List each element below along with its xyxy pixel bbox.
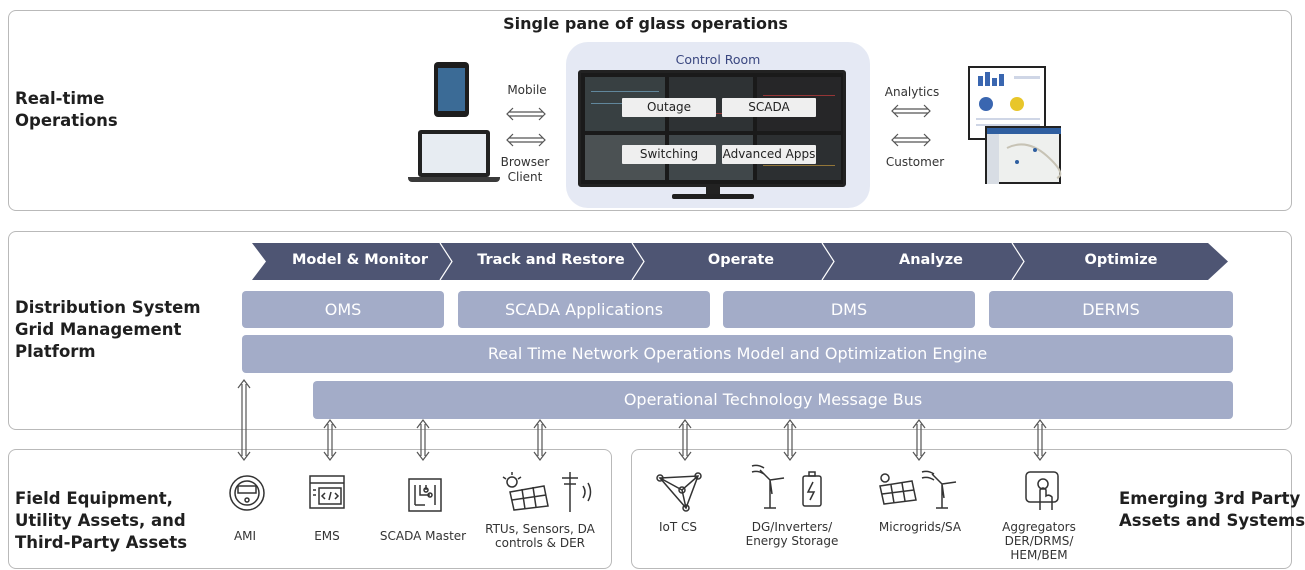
asset-label-line: Energy Storage xyxy=(745,534,839,548)
field-equipment-panel xyxy=(8,449,612,569)
asset-label-line: AMI xyxy=(233,529,257,543)
browser-label-line: Browser xyxy=(500,155,550,169)
laptop-icon xyxy=(418,130,490,177)
tablet-icon xyxy=(434,62,469,117)
chevron-divider xyxy=(439,242,453,281)
tag-scada: SCADA xyxy=(722,98,816,117)
asset-label-line: Microgrids/SA xyxy=(878,520,962,534)
laptop-base xyxy=(408,177,500,182)
touch-hand-icon xyxy=(1025,471,1059,510)
chevron-divider xyxy=(631,242,645,281)
emerging-label-line: Emerging 3rd Party xyxy=(1119,489,1301,508)
app-oms: OMS xyxy=(242,291,444,328)
monitor-stand-base xyxy=(672,194,754,199)
mobile-label: Mobile xyxy=(507,83,547,97)
app-dms: DMS xyxy=(723,291,975,328)
code-window-icon xyxy=(309,475,345,509)
stage-operate: Operate xyxy=(707,252,775,268)
control-room-title: Control Room xyxy=(675,52,761,67)
grid-label-line: Distribution System xyxy=(15,298,201,317)
asset-label-line: Aggregators xyxy=(1002,520,1076,534)
asset-label-line: EMS xyxy=(314,529,340,543)
stage-model-monitor: Model & Monitor xyxy=(291,252,429,268)
chevron-divider xyxy=(821,242,835,281)
app-scada-applications: SCADA Applications xyxy=(458,291,710,328)
solar-wind-icon xyxy=(879,470,957,509)
stage-track-restore: Track and Restore xyxy=(477,252,625,268)
grid-management-label: Distribution System Grid Management Plat… xyxy=(15,297,201,363)
analytics-label: Analytics xyxy=(884,85,940,99)
asset-aggregators: Aggregators DER/DRMS/ HEM/BEM xyxy=(998,520,1080,562)
stage-optimize: Optimize xyxy=(1084,252,1158,268)
message-bus-bar: Operational Technology Message Bus xyxy=(313,381,1233,419)
solar-panel-pole-icon xyxy=(502,472,592,512)
emerging-assets-panel xyxy=(631,449,1292,569)
stage-analyze: Analyze xyxy=(898,252,964,268)
asset-label-line: HEM/BEM xyxy=(1010,548,1068,562)
grid-label-line: Platform xyxy=(15,342,96,361)
field-label-line: Utility Assets, and xyxy=(15,511,186,530)
asset-ems: EMS xyxy=(302,529,352,543)
realtime-label-line: Real-time xyxy=(15,89,105,108)
page-title: Single pane of glass operations xyxy=(503,14,788,33)
map-dashboard-icon xyxy=(985,126,1062,184)
asset-label-line: RTUs, Sensors, DA xyxy=(485,522,595,536)
realtime-label: Real-time Operations xyxy=(15,88,118,132)
tag-switching: Switching xyxy=(622,145,716,164)
field-label-line: Field Equipment, xyxy=(15,489,173,508)
asset-label-line: controls & DER xyxy=(495,536,585,550)
emerging-label-line: Assets and Systems xyxy=(1119,511,1305,530)
circuit-board-icon xyxy=(408,478,442,512)
asset-scada-master: SCADA Master xyxy=(375,529,471,543)
emerging-assets-label: Emerging 3rd Party Assets and Systems xyxy=(1119,488,1305,532)
chevron-divider xyxy=(1011,242,1025,281)
asset-label-line: DG/Inverters/ xyxy=(751,520,833,534)
optimization-engine-bar: Real Time Network Operations Model and O… xyxy=(242,335,1233,373)
asset-ami: AMI xyxy=(220,529,270,543)
chevron-background xyxy=(252,243,1228,280)
browser-client-label: Browser Client xyxy=(490,155,560,185)
browser-label-line: Client xyxy=(507,170,543,184)
tag-advanced-apps: Advanced Apps xyxy=(722,145,816,164)
asset-label-line: IoT CS xyxy=(658,520,698,534)
field-label-line: Third-Party Assets xyxy=(15,533,188,552)
monitor-stand xyxy=(706,186,720,195)
process-chevron-band xyxy=(252,242,1228,281)
meter-icon xyxy=(229,475,265,511)
network-triangle-icon xyxy=(656,472,702,512)
asset-dg-inverters: DG/Inverters/ Energy Storage xyxy=(738,520,846,548)
grid-label-line: Grid Management xyxy=(15,320,182,339)
realtime-label-line: Operations xyxy=(15,111,118,130)
monitor xyxy=(578,70,846,187)
asset-label-line: DER/DRMS/ xyxy=(1004,534,1074,548)
wind-battery-icon xyxy=(751,464,822,509)
customer-label: Customer xyxy=(885,155,945,169)
asset-microgrids: Microgrids/SA xyxy=(872,520,968,534)
asset-iot-cs: IoT CS xyxy=(648,520,708,534)
app-derms: DERMS xyxy=(989,291,1233,328)
asset-rtus: RTUs, Sensors, DA controls & DER xyxy=(480,522,600,550)
field-equipment-label: Field Equipment, Utility Assets, and Thi… xyxy=(15,488,187,554)
tag-outage: Outage xyxy=(622,98,716,117)
asset-label-line: SCADA Master xyxy=(379,529,467,543)
